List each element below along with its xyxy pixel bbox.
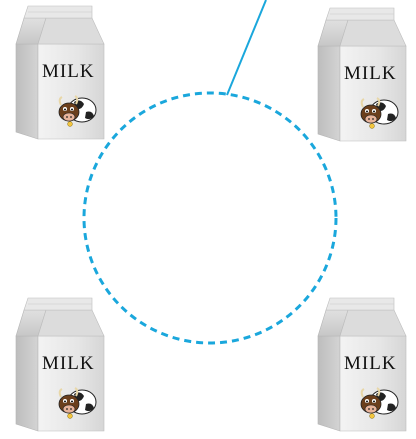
milk-carton-top-left: MILK [15,5,105,140]
milk-carton-label: MILK [42,353,95,374]
pointer-line [226,0,267,96]
milk-carton-label: MILK [344,63,397,84]
milk-carton-label: MILK [42,61,95,82]
milk-carton-bottom-right: MILK [317,297,407,432]
milk-carton-bottom-left: MILK [15,297,105,432]
milk-carton-top-right: MILK [317,7,407,142]
dashed-circle [82,91,338,345]
milk-carton-label: MILK [344,353,397,374]
